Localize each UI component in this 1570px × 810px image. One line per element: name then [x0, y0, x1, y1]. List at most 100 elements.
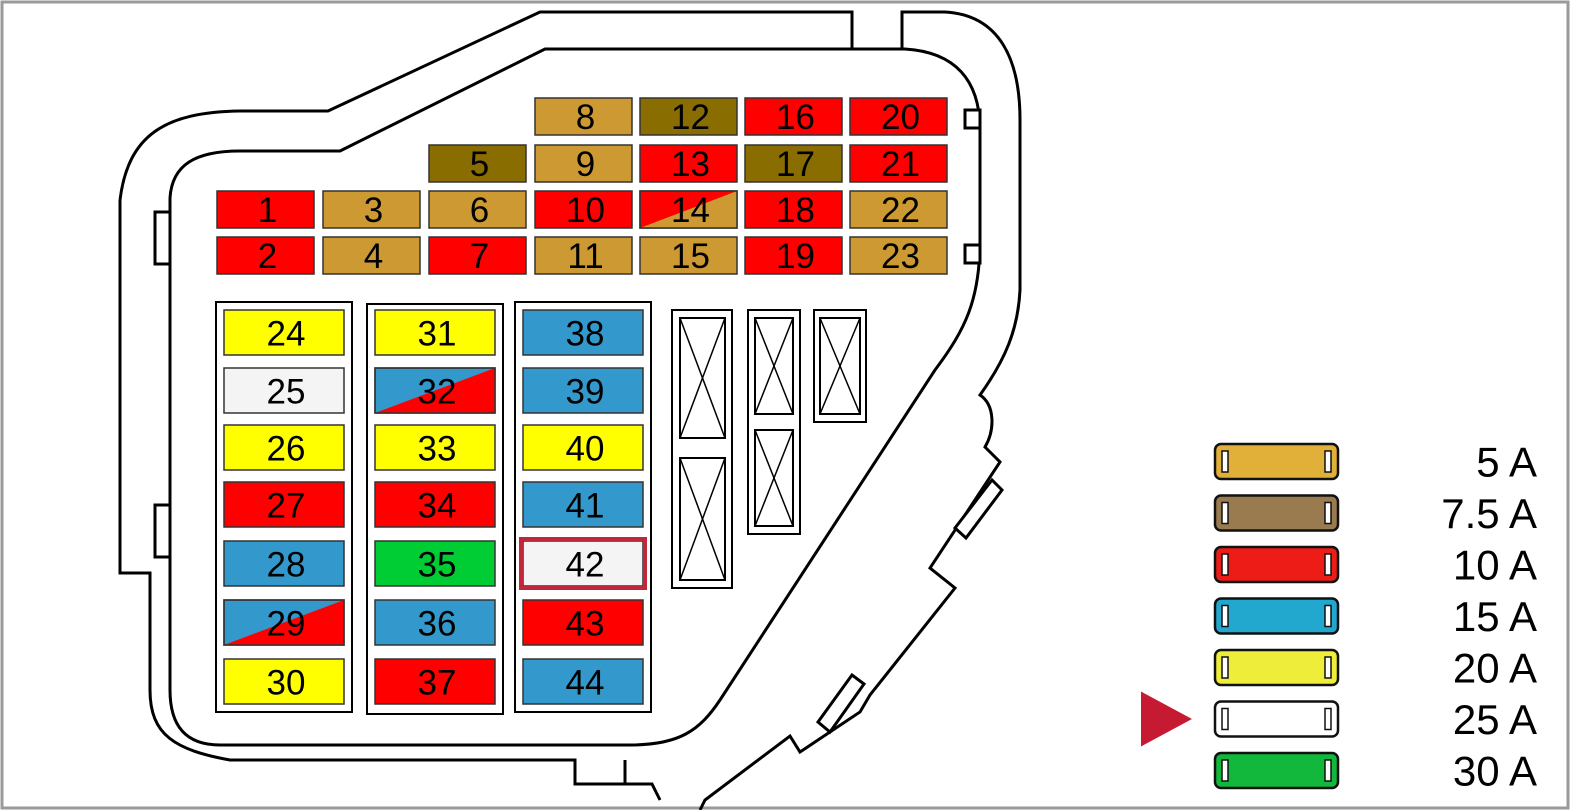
legend-fuse-swatch — [1213, 597, 1340, 635]
fuse-40[interactable]: 40 — [522, 424, 644, 471]
fuse-44[interactable]: 44 — [522, 658, 644, 705]
legend-fuse-terminal — [1324, 707, 1332, 731]
legend-fuse-terminal — [1221, 553, 1229, 576]
fuse-42[interactable]: 42 — [519, 537, 647, 590]
fuse-29[interactable]: 29 — [223, 599, 345, 646]
legend-fuse-terminal — [1324, 553, 1332, 576]
fuse-column-frame — [366, 303, 504, 715]
fuse-label: 40 — [566, 429, 605, 468]
fuse-body — [223, 367, 345, 414]
fuse-label: 17 — [776, 145, 815, 184]
fuse-6[interactable]: 6 — [428, 190, 527, 230]
fuse-body — [639, 97, 738, 136]
fuse-28[interactable]: 28 — [223, 540, 345, 587]
fuse-body — [428, 144, 527, 183]
fuse-body — [849, 97, 948, 136]
fuse-21[interactable]: 21 — [849, 144, 948, 184]
fuse-label: 3 — [364, 191, 383, 230]
fuse-4[interactable]: 4 — [322, 236, 421, 276]
fuse-body — [223, 481, 345, 528]
housing-outer-outline — [118, 10, 1022, 810]
legend-fuse-swatch — [1213, 545, 1340, 584]
housing-outer-left — [118, 200, 627, 786]
fuse-31[interactable]: 31 — [374, 309, 496, 356]
fuse-9[interactable]: 9 — [534, 144, 633, 184]
fuse-body — [428, 190, 527, 229]
fuse-3[interactable]: 3 — [322, 190, 421, 230]
fuse-19[interactable]: 19 — [744, 236, 843, 276]
legend-item: 30 A — [1213, 748, 1537, 795]
fuse-16[interactable]: 16 — [744, 97, 843, 137]
fuse-body — [223, 309, 345, 356]
fuse-label: 18 — [776, 191, 815, 230]
fuse-body — [522, 599, 644, 646]
fuse-label: 21 — [881, 145, 920, 184]
fuse-15[interactable]: 15 — [639, 236, 738, 276]
fuse-22[interactable]: 22 — [849, 190, 948, 230]
fuse-12[interactable]: 12 — [639, 97, 738, 137]
fuse-17[interactable]: 17 — [744, 144, 843, 184]
legend-label: 25 A — [1453, 696, 1537, 743]
fuse-23[interactable]: 23 — [849, 236, 948, 276]
fuse-34[interactable]: 34 — [374, 481, 496, 528]
fuse-label: 30 — [267, 663, 306, 702]
fuse-body — [223, 658, 345, 705]
fuse-1[interactable]: 1 — [216, 190, 315, 230]
fuse-39[interactable]: 39 — [522, 367, 644, 414]
fuse-label: 29 — [267, 604, 306, 643]
fuse-7[interactable]: 7 — [428, 236, 527, 276]
fuse-36[interactable]: 36 — [374, 599, 496, 646]
fuse-column-frame — [514, 301, 652, 713]
fuse-38[interactable]: 38 — [522, 309, 644, 356]
fuse-20[interactable]: 20 — [849, 97, 948, 137]
legend-fuse-terminal — [1324, 656, 1332, 679]
legend-label: 20 A — [1453, 645, 1537, 692]
fuse-27[interactable]: 27 — [223, 481, 345, 528]
fuse-32[interactable]: 32 — [374, 367, 496, 414]
fuse-body — [374, 481, 496, 528]
fuse-label: 23 — [881, 237, 920, 276]
fuse-label: 22 — [881, 191, 920, 230]
fuse-8[interactable]: 8 — [534, 97, 633, 137]
fuse-14[interactable]: 14 — [639, 190, 738, 230]
fuse-label: 4 — [364, 237, 383, 276]
fuse-37[interactable]: 37 — [374, 658, 496, 705]
fuse-body — [374, 424, 496, 471]
fuse-43[interactable]: 43 — [522, 599, 644, 646]
fuse-label: 9 — [576, 145, 595, 184]
fuse-11[interactable]: 11 — [534, 236, 633, 276]
fuse-25[interactable]: 25 — [223, 367, 345, 414]
fuse-label: 16 — [776, 98, 815, 137]
fuse-label: 7 — [470, 237, 489, 276]
legend-fuse-terminal — [1324, 450, 1332, 473]
fuse-35[interactable]: 35 — [374, 540, 496, 587]
housing-tab — [153, 210, 172, 266]
legend-fuse-swatch — [1213, 494, 1340, 532]
fuse-10[interactable]: 10 — [534, 190, 633, 230]
fuse-18[interactable]: 18 — [744, 190, 843, 230]
fuse-column-frame — [215, 301, 353, 713]
housing-tab — [963, 108, 982, 130]
fuse-26[interactable]: 26 — [223, 424, 345, 471]
fuse-label: 11 — [567, 237, 603, 276]
fuse-2[interactable]: 2 — [216, 236, 315, 276]
legend-item: 10 A — [1213, 542, 1537, 589]
fuse-30[interactable]: 30 — [223, 658, 345, 705]
fuse-body — [534, 236, 633, 275]
legend-label: 10 A — [1453, 542, 1537, 589]
fuse-body — [522, 481, 644, 528]
fuse-label: 28 — [267, 545, 306, 584]
fuse-41[interactable]: 41 — [522, 481, 644, 528]
fuse-body — [223, 424, 345, 471]
fuse-secondary-color — [224, 600, 344, 645]
fuse-label: 44 — [566, 663, 605, 702]
legend-item: 25 A — [1141, 691, 1537, 747]
fuse-24[interactable]: 24 — [223, 309, 345, 356]
fuse-body — [322, 190, 421, 229]
fuse-13[interactable]: 13 — [639, 144, 738, 184]
fuse-5[interactable]: 5 — [428, 144, 527, 184]
fuse-33[interactable]: 33 — [374, 424, 496, 471]
fuse-label: 35 — [418, 545, 457, 584]
legend: 5 A7.5 A10 A15 A20 A25 A30 A — [1141, 439, 1537, 795]
